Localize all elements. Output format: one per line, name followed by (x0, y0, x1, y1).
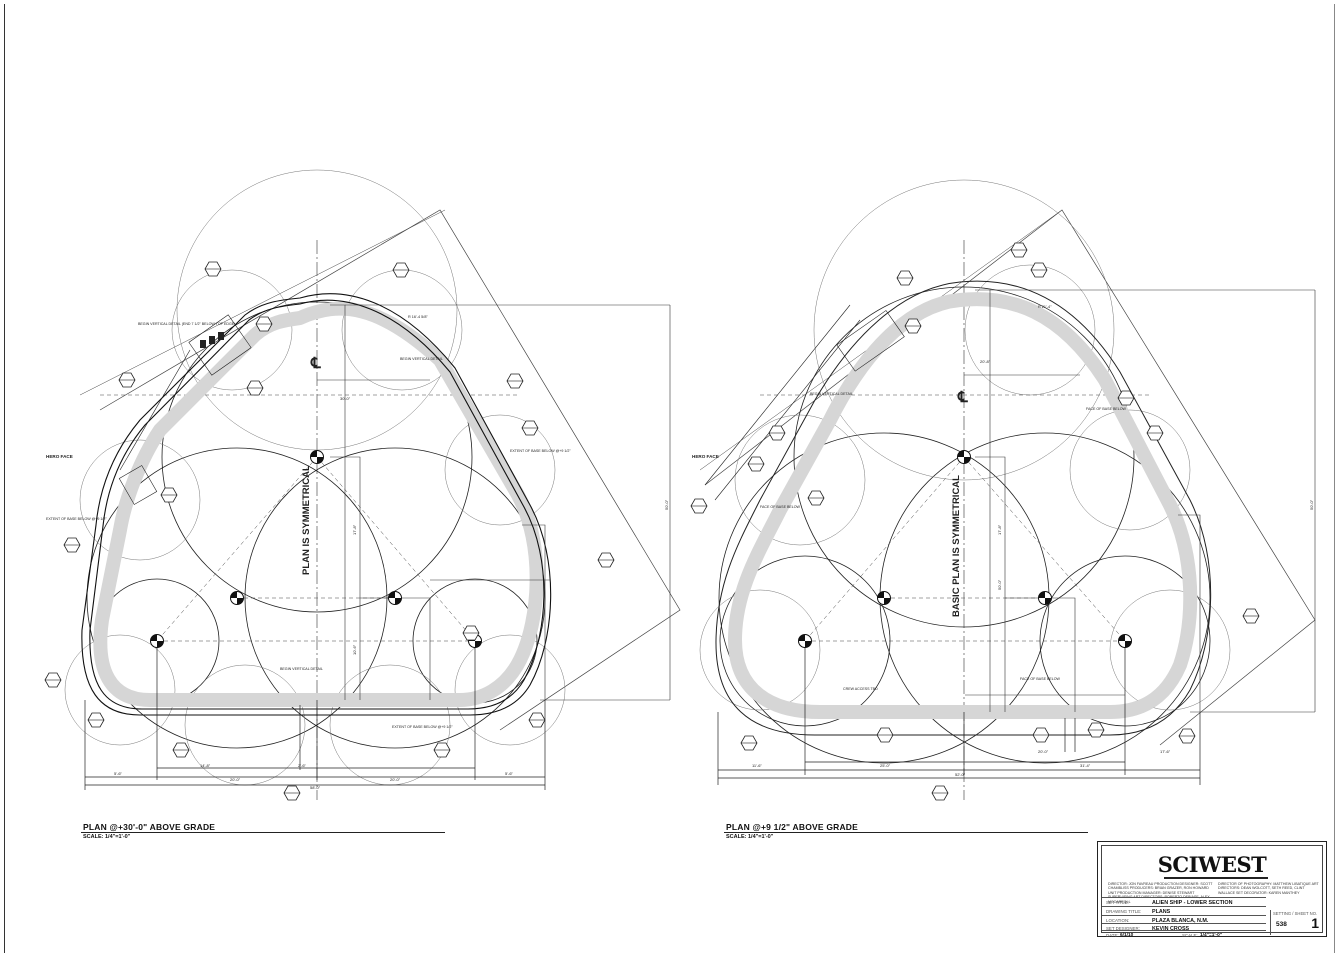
note-face-base-right: FACE OF BASE BELOW (1086, 407, 1127, 411)
plan-right-scale: SCALE: 1/4"=1'-0" (726, 834, 774, 840)
radius-top-left: R 16'-4 5/8" (408, 315, 428, 319)
title-block-logo: SCIWEST (1157, 852, 1267, 877)
dim-left-tick: 2'-6" (298, 763, 307, 768)
dim-left-top-width: 30'-0" (340, 396, 351, 401)
note-extent-bottom: EXTENT OF BASE BELOW @+9 1/2" (392, 725, 453, 729)
credits-right: DIRECTOR OF PHOTOGRAPHY: MATTHEW LIBATIQ… (1218, 882, 1319, 895)
sheet-number: 1 (1311, 915, 1319, 931)
note-face-base-bottom: FACE OF BASE BELOW (1020, 677, 1061, 681)
setting-number: 538 (1276, 921, 1287, 928)
dim-left-vertical-right: 50'-0" (664, 499, 669, 510)
dim-right-vertical-right: 50'-0" (1309, 499, 1314, 510)
plan-right-title: PLAN @+9 1/2" ABOVE GRADE (726, 822, 859, 832)
note-crew-access: CREW ACCESS TBD (843, 687, 878, 691)
note-extent-right: EXTENT OF BASE BELOW @+9 1/2" (510, 449, 571, 453)
title-block: SCIWEST DIRECTOR: JON FAVREAU PRODUCTION… (1097, 841, 1327, 938)
note-face-base-left: FACE OF BASE BELOW (760, 505, 801, 509)
row-date-scale: DATE: 6/1/10 SCALE: 1/4"=1'-0" (1102, 930, 1266, 938)
scale-key: SCALE: (1182, 933, 1198, 938)
row-set-designer: SET DESIGNER: KEVIN CROSS (1102, 923, 1266, 933)
row-value: KEVIN CROSS (1152, 925, 1190, 932)
dim-right-bottom-left: 11'-6" (752, 763, 762, 768)
radius-top-right: R 21'-4" (1038, 305, 1052, 309)
note-begin-vertical-top: BEGIN VERTICAL DETAIL (END 7 1/2" BELOW … (138, 322, 235, 326)
date-value: 6/1/10 (1120, 932, 1134, 938)
hero-face-right: HERO FACE (692, 454, 719, 459)
scale-value: 1/4"=1'-0" (1200, 932, 1223, 938)
sheet-border (4, 4, 1335, 953)
note-extent-left: EXTENT OF BASE BELOW @+9 1/2" (46, 517, 107, 521)
sheet-key: SETTING / SHEET NO. (1273, 911, 1318, 916)
row-key: SET TITLE: (1106, 900, 1129, 905)
plan-right-center-label: BASIC PLAN IS SYMMETRICAL (951, 475, 962, 617)
centerline-symbol-right: ℄ (957, 389, 968, 406)
row-drawing-title: DRAWING TITLE: PLANS (1102, 906, 1266, 916)
dim-right-overall: 52'-0" (955, 772, 966, 777)
date-key: DATE: (1106, 933, 1119, 938)
title-block-frame: SCIWEST DIRECTOR: JON FAVREAU PRODUCTION… (1101, 845, 1323, 938)
dim-right-bottom-mid: 25'-0" (880, 763, 891, 768)
row-key: LOCATION: (1106, 918, 1130, 923)
plan-left: PLAN IS SYMMETRICAL HERO FACE BEGIN VERT… (44, 169, 681, 801)
row-value: PLANS (1152, 908, 1171, 915)
row-key: SET DESIGNER: (1106, 926, 1140, 931)
dim-right-vertical-b: 50'-0" (997, 579, 1002, 590)
dim-right-a: 20'-0" (1038, 749, 1049, 754)
dim-left-vertical-b: 10'-6" (352, 644, 357, 655)
dim-left-bottom-right: 5'-6" (505, 771, 514, 776)
dim-left-vertical-a: 17'-8" (352, 524, 357, 535)
row-set-title: SET TITLE: ALIEN SHIP - LOWER SECTION (1102, 897, 1266, 907)
note-begin-vertical-right: BEGIN VERTICAL DETAIL (400, 357, 443, 361)
dim-right-top-width: 20'-8" (980, 359, 991, 364)
row-key: DRAWING TITLE: (1106, 909, 1142, 914)
dim-left-bottom-left: 5'-6" (114, 771, 123, 776)
plan-left-title: PLAN @+30'-0" ABOVE GRADE (83, 822, 216, 832)
row-location: LOCATION: PLAZA BLANCA, N.M. (1102, 915, 1266, 925)
dim-left-bottom-mid-right: 20'-0" (390, 777, 401, 782)
plan-right: BASIC PLAN IS SYMMETRICAL HERO FACE BEGI… (690, 179, 1316, 801)
sheet-number-box: SETTING / SHEET NO. 538 1 (1270, 910, 1327, 935)
note-begin-vertical-right-plan: BEGIN VERTICAL DETAIL (810, 392, 853, 396)
hero-face-left: HERO FACE (46, 454, 73, 459)
dim-left-overall: 58'-0" (310, 785, 321, 790)
row-value: PLAZA BLANCA, N.M. (1152, 917, 1209, 924)
dim-right-c: 17'-6" (1160, 749, 1171, 754)
dim-left-bottom-mid-left: 20'-0" (230, 777, 241, 782)
plan-left-title-rule (81, 832, 445, 833)
dim-right-vertical-a: 17'-8" (997, 524, 1002, 535)
note-begin-vertical-bottom: BEGIN VERTICAL DETAIL (280, 667, 323, 671)
dim-left-bottom-left-inner: 14'-8" (200, 763, 211, 768)
logo-underline (1164, 877, 1268, 879)
plan-right-title-rule (724, 832, 1088, 833)
dim-right-b: 31'-4" (1080, 763, 1091, 768)
centerline-symbol-left: ℄ (310, 355, 321, 372)
row-value: ALIEN SHIP - LOWER SECTION (1152, 899, 1233, 906)
plan-left-center-label: PLAN IS SYMMETRICAL (301, 465, 312, 575)
plan-left-scale: SCALE: 1/4"=1'-0" (83, 834, 131, 840)
